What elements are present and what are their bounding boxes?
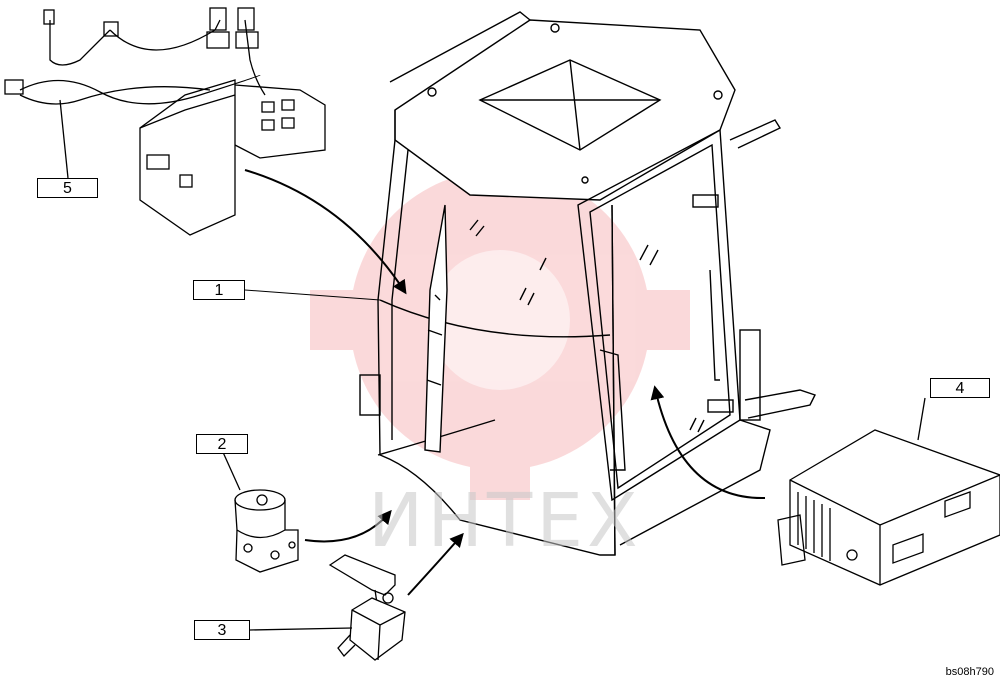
drawing-reference-code: bs08h790	[945, 666, 994, 678]
callout-5: 5	[37, 178, 98, 198]
callout-2: 2	[196, 434, 248, 454]
heater-unit	[777, 397, 1000, 586]
hand-brake-valve	[249, 554, 406, 661]
steering-unit	[221, 449, 299, 573]
watermark-text: ИНТЕХ	[368, 478, 642, 564]
callout-4: 4	[930, 378, 990, 398]
leader-lines	[244, 289, 381, 301]
callout-3: 3	[194, 620, 250, 640]
leader-arrows	[244, 169, 766, 596]
cab-assembly	[359, 11, 816, 556]
callout-1: 1	[193, 280, 245, 300]
wire-harness-assembly	[4, 7, 326, 236]
